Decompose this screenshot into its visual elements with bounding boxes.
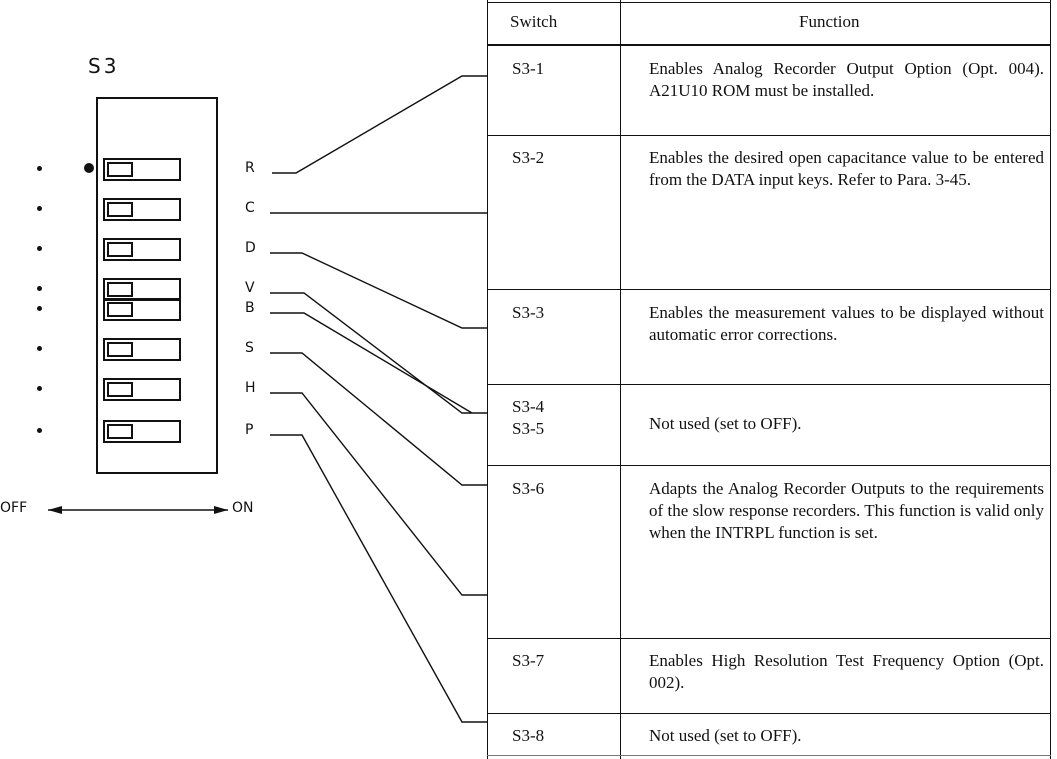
switch-4-letter: V [245, 280, 255, 296]
switch-7-knob [107, 382, 133, 397]
leader-d [270, 252, 487, 329]
switch-title: S3 [88, 54, 120, 78]
switch-2-knob [107, 202, 133, 217]
leader-r [272, 75, 487, 174]
pin1-indicator-dot [84, 163, 94, 173]
switch-7-toggle[interactable] [103, 378, 181, 401]
switch-3-knob [107, 242, 133, 257]
row-4-function: Not used (set to OFF). [649, 414, 802, 433]
off-label: OFF [0, 500, 28, 516]
switch-1-toggle[interactable] [103, 158, 181, 181]
switch-8-off-dot [37, 428, 42, 433]
dip-switch-body [96, 97, 218, 474]
row-2-function: Enables the desired open capacitance val… [649, 148, 1044, 189]
row-5-switch: S3-6 [512, 479, 545, 498]
leader-b [270, 312, 473, 414]
leader-p [270, 434, 487, 723]
row-6-switch: S3-7 [512, 651, 545, 670]
row-4-switch: S3-4 S3-5 [512, 397, 545, 438]
switch-5-letter: B [245, 300, 255, 316]
row-6-function: Enables High Resolution Test Frequency O… [649, 651, 1044, 692]
row-5-function: Adapts the Analog Recorder Outputs to th… [649, 479, 1044, 542]
switch-7-off-dot [37, 386, 42, 391]
switch-5-off-dot [37, 306, 42, 311]
leader-h [270, 392, 487, 596]
on-label: ON [232, 500, 254, 516]
row-7-function: Not used (set to OFF). [649, 726, 802, 745]
switch-7-letter: H [245, 380, 256, 396]
row-2-switch: S3-2 [512, 148, 545, 167]
on-arrow-head [214, 506, 228, 514]
switch-8-toggle[interactable] [103, 420, 181, 443]
switch-8-knob [107, 424, 133, 439]
row-divider-3 [487, 384, 1051, 385]
switch-5-toggle[interactable] [103, 298, 181, 321]
header-divider [487, 44, 1051, 46]
row-3-function: Enables the measurement values to be dis… [649, 303, 1044, 344]
table-top-border [487, 2, 1051, 3]
switch-4-off-dot [37, 286, 42, 291]
table-bottom-border [487, 755, 1051, 756]
row-divider-2 [487, 289, 1051, 290]
row-divider-1 [487, 135, 1051, 136]
switch-6-off-dot [37, 346, 42, 351]
switch-2-letter: C [245, 200, 255, 216]
row-3-switch: S3-3 [512, 303, 545, 322]
row-7-switch: S3-8 [512, 726, 545, 745]
switch-6-knob [107, 342, 133, 357]
switch-4-toggle[interactable] [103, 278, 181, 301]
switch-8-letter: P [245, 422, 254, 438]
row-divider-5 [487, 638, 1051, 639]
row-1-switch: S3-1 [512, 59, 545, 78]
switch-3-toggle[interactable] [103, 238, 181, 261]
switch-1-off-dot [37, 166, 42, 171]
switch-3-letter: D [245, 240, 256, 256]
switch-5-knob [107, 302, 133, 317]
header-switch: Switch [510, 12, 558, 31]
row-divider-4 [487, 465, 1051, 466]
switch-6-toggle[interactable] [103, 338, 181, 361]
leader-v [270, 292, 487, 414]
switch-2-off-dot [37, 206, 42, 211]
switch-4-knob [107, 282, 133, 297]
row-divider-6 [487, 713, 1051, 714]
row-1-function: Enables Analog Recorder Output Option (O… [649, 59, 1044, 100]
switch-6-letter: S [245, 340, 254, 356]
switch-1-letter: R [245, 160, 255, 176]
leader-s [270, 352, 487, 486]
off-arrow-head [48, 506, 62, 514]
switch-3-off-dot [37, 246, 42, 251]
table-right-border [1050, 0, 1051, 759]
switch-2-toggle[interactable] [103, 198, 181, 221]
header-function: Function [799, 12, 860, 31]
table-left-border [487, 0, 488, 759]
table-column-divider [620, 0, 621, 759]
switch-1-knob [107, 162, 133, 177]
